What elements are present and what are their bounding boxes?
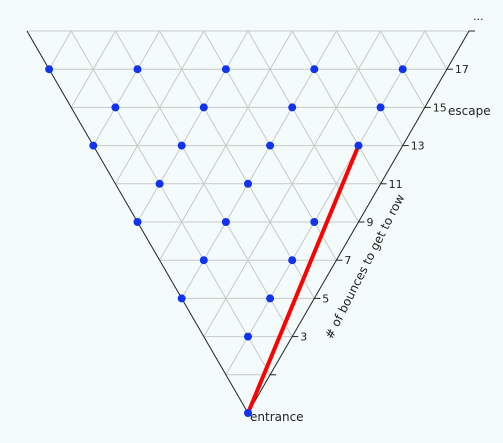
lattice-dot <box>310 218 319 226</box>
row-number: 13 <box>411 140 425 153</box>
axis-title: # of bounces to get to row <box>322 192 407 342</box>
row-number: 9 <box>367 216 374 229</box>
lattice-dot <box>221 65 230 74</box>
lattice-dot <box>199 103 208 112</box>
bounce-path <box>246 143 361 415</box>
row-number: 15 <box>433 101 447 114</box>
lattice-dot <box>133 65 142 74</box>
lattice-dot <box>266 294 275 303</box>
lattice-dot <box>244 332 252 341</box>
lattice-dot <box>199 256 208 265</box>
grid-line-diagonal <box>137 30 249 223</box>
lattice-dot <box>244 179 252 188</box>
lattice-dots <box>45 65 407 417</box>
ellipsis-label: ... <box>473 10 484 23</box>
lattice-dot <box>111 103 120 112</box>
row-ticks <box>270 30 475 376</box>
grid-line-diagonal <box>335 30 404 146</box>
lattice-dot <box>45 65 54 74</box>
grid-line-diagonal <box>424 30 448 70</box>
row-number: 7 <box>344 254 351 267</box>
grid-line-diagonal <box>159 30 315 299</box>
lattice-dot <box>133 218 142 226</box>
lattice-dot <box>398 65 407 74</box>
entrance-label: entrance <box>250 410 304 424</box>
row-number: 17 <box>455 63 469 76</box>
lattice-dot <box>177 141 186 150</box>
lattice-dot <box>288 256 297 265</box>
row-number: 3 <box>300 331 307 344</box>
row-numbers: 3 5 7 9 11 13 15 17 <box>300 63 469 343</box>
grid-line-diagonal <box>92 30 161 146</box>
lattice-dot <box>155 179 164 188</box>
lattice-dot <box>221 218 230 226</box>
grid-line-diagonal <box>291 30 382 185</box>
escape-label: escape <box>448 104 491 118</box>
lattice-dot <box>310 65 319 74</box>
lattice-dot <box>376 103 385 112</box>
grid-line-diagonal <box>70 30 271 376</box>
row-number: 11 <box>389 178 403 191</box>
lattice-dot <box>244 409 252 417</box>
lattice-dot <box>177 294 186 303</box>
lattice-dot <box>89 141 98 150</box>
lattice-dot <box>266 141 275 150</box>
grid-line-diagonal <box>114 30 293 337</box>
lattice-dot <box>354 141 363 150</box>
grid-line-diagonal <box>225 30 426 376</box>
lattice-dot <box>288 103 297 112</box>
row-number: 5 <box>322 292 329 305</box>
grid-line-diagonal <box>48 30 72 70</box>
grid-line-diagonal <box>181 30 337 299</box>
grid-line-diagonal <box>247 30 359 223</box>
